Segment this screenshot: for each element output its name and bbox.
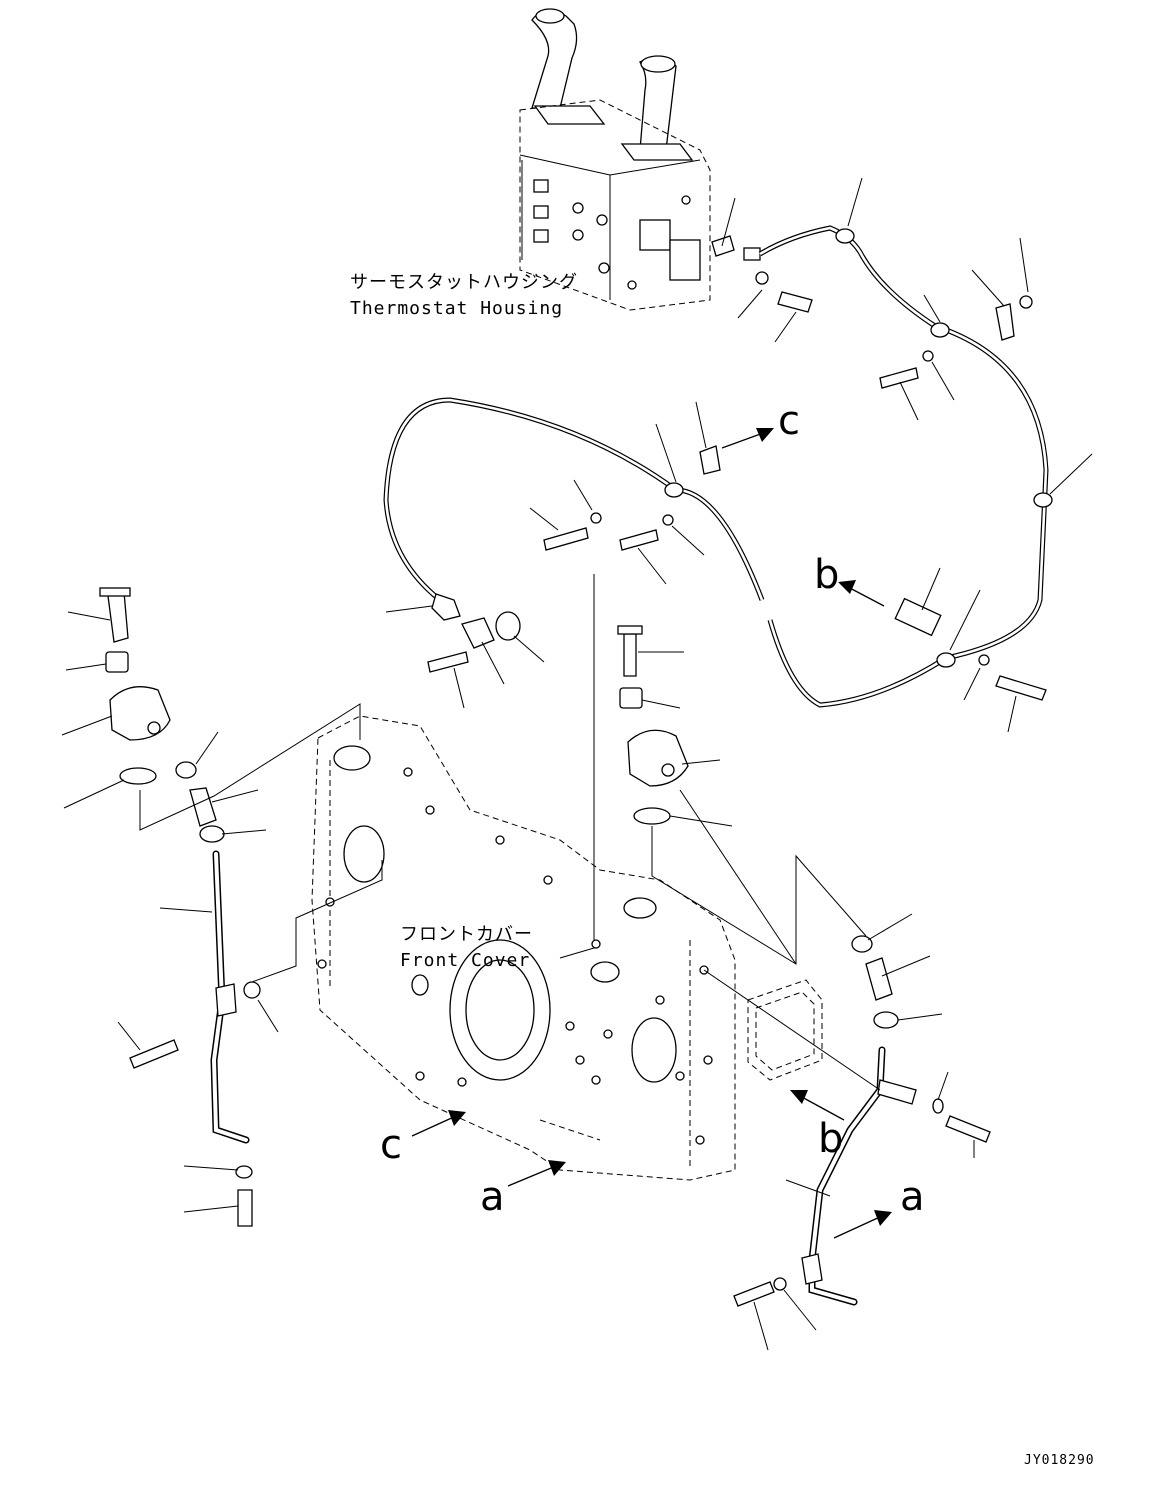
thermostat-housing <box>519 8 813 343</box>
thermostat-housing-en-label: Thermostat Housing <box>350 298 563 319</box>
reference-arrows <box>411 428 892 1239</box>
drawing-code: JY018290 <box>1024 1453 1095 1468</box>
front-cover-en-label: Front Cover <box>400 950 530 971</box>
ref-a-right: a <box>900 1174 925 1220</box>
ref-c-left: c <box>380 1122 402 1168</box>
right-pipe-assembly <box>617 625 991 1351</box>
ref-b-right: b <box>818 1116 843 1162</box>
ref-b-left: b <box>814 552 839 598</box>
left-pipe-assembly <box>61 587 383 1227</box>
ref-a-left: a <box>480 1174 505 1220</box>
front-cover <box>311 715 823 1181</box>
ref-c-right: c <box>778 398 800 444</box>
front-cover-jp-label: フロントカバー <box>400 924 533 945</box>
sensor-wire-harness <box>383 177 1093 959</box>
thermostat-housing-jp-label: サーモスタットハウジング <box>350 272 578 293</box>
